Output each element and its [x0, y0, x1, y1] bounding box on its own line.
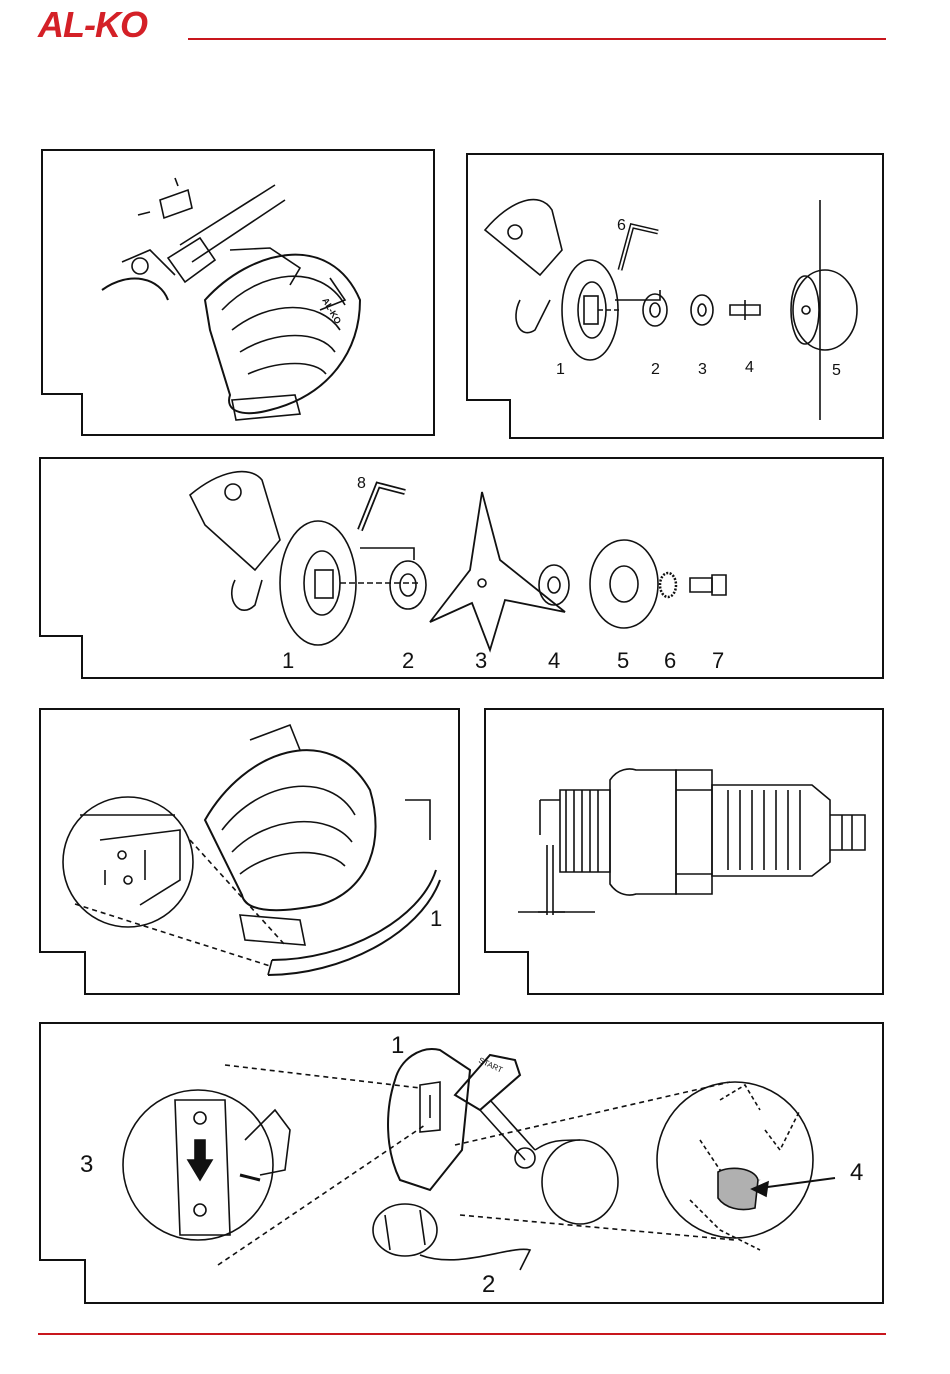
fig3-callout-2: 2	[402, 648, 414, 673]
fig6-callout-4: 4	[850, 1159, 863, 1186]
fig3-callout-4: 4	[548, 648, 560, 673]
figure-4-callouts: 1	[430, 906, 442, 931]
start-lever-label: START	[477, 1056, 504, 1075]
footer-rule	[38, 1333, 886, 1335]
fig3-callout-3: 3	[475, 648, 487, 673]
fig2-callout-6: 6	[617, 217, 626, 234]
fig2-callout-3: 3	[698, 361, 707, 378]
figure-3-illustration	[190, 472, 726, 650]
fig3-callout-6: 6	[664, 648, 676, 673]
figure-6-illustration: START	[123, 1049, 835, 1270]
figure-2-illustration	[485, 200, 857, 420]
figure-3-frame	[40, 458, 883, 678]
fig4-callout-1: 1	[430, 906, 442, 931]
fig2-callout-2: 2	[651, 361, 660, 378]
figure-1-frame	[42, 150, 434, 435]
fig3-callout-1: 1	[282, 648, 294, 673]
figure-4-frame	[40, 709, 459, 994]
fig2-callout-1: 1	[556, 361, 565, 378]
fig6-callout-2: 2	[482, 1271, 495, 1298]
figure-4-illustration	[63, 725, 440, 975]
fig2-callout-4: 4	[745, 359, 754, 376]
figure-5-frame	[485, 709, 883, 994]
fig2-callout-5: 5	[832, 362, 841, 379]
figure-1-illustration: AL-KO	[102, 178, 360, 420]
fig6-callout-1: 1	[391, 1032, 404, 1059]
fig3-callout-7: 7	[712, 648, 724, 673]
fig6-callout-3: 3	[80, 1151, 93, 1178]
fig3-callout-8: 8	[357, 475, 366, 492]
figure-5-illustration	[518, 769, 865, 915]
fig3-callout-5: 5	[617, 648, 629, 673]
